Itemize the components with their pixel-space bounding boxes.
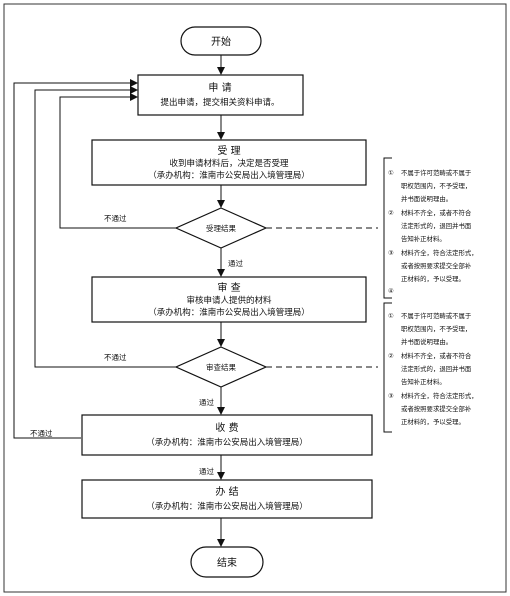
loop-accept-fail — [59, 93, 176, 229]
edge-label-fail2: 不通过 — [104, 352, 127, 362]
finish-box — [81, 479, 373, 519]
accept-decision-label: 受理结果 — [206, 223, 236, 233]
note2-item-1-line2: 职权范围内，不予受理， — [401, 324, 471, 333]
end-label: 结束 — [217, 556, 237, 569]
edge-label-pass1: 通过 — [228, 258, 243, 268]
edge-label-pass2: 通过 — [199, 397, 214, 407]
note1-item-4-mark: ④ — [388, 287, 394, 295]
apply-text: 提出申请，提交相关资料申请。 — [160, 97, 279, 108]
edge-label-pass3: 通过 — [199, 466, 214, 476]
note1-item-1-mark: ① — [388, 169, 394, 177]
fee-box — [81, 414, 373, 456]
edge-label-fail1: 不通过 — [104, 213, 127, 223]
note2-item-2-line2: 法定形式的，退回并书面 — [401, 364, 472, 373]
note2-item-3-line2: 或者按照要求提交全部补 — [401, 404, 472, 413]
apply-title: 申 请 — [208, 81, 231, 94]
note1-item-1-line2: 职权范围内，不予受理， — [401, 181, 471, 190]
note2-item-1-mark: ① — [388, 312, 394, 320]
review-line1: 审核申请人提供的材料 — [186, 295, 272, 306]
note1-item-1-line1: 不属于许可范畴或不属于 — [401, 168, 472, 177]
outer-frame — [3, 3, 507, 593]
note1-item-3-line1: 材料齐全，符合法定形式， — [401, 248, 478, 257]
accept-title: 受 理 — [217, 145, 240, 157]
note1-item-2-line3: 告知补正材料。 — [401, 234, 446, 243]
fee-title: 收 费 — [215, 421, 238, 434]
note2-item-2-mark: ② — [388, 352, 394, 360]
note1-bracket — [383, 157, 392, 299]
fee-line1: （承办机构：淮南市公安局出入境管理局） — [146, 437, 308, 448]
note2-item-3-line3: 正材料的，予以受理。 — [401, 417, 465, 426]
note1-item-3-mark: ③ — [388, 249, 394, 257]
loop-fee-fail — [13, 79, 138, 439]
note1-item-2-line2: 法定形式的，退回并书面 — [401, 221, 472, 230]
loop-review-fail — [34, 86, 176, 368]
apply-box — [137, 74, 304, 116]
note2-bracket — [383, 302, 392, 433]
note1-item-2-mark: ② — [388, 209, 394, 217]
accept-line1: 收到申请材料后，决定是否受理 — [169, 158, 289, 169]
start-label: 开始 — [211, 35, 231, 48]
note1-item-2-line1: 材料不齐全，或者不符合 — [401, 208, 472, 217]
note2-item-1-line1: 不属于许可范畴或不属于 — [401, 311, 472, 320]
review-decision-label: 审查结果 — [206, 362, 236, 372]
note1-item-3-line2: 或者按照要求提交全部补 — [401, 261, 472, 270]
note2-item-3-line1: 材料齐全，符合法定形式， — [401, 391, 478, 400]
finish-line1: （承办机构：淮南市公安局出入境管理局） — [146, 501, 308, 512]
note2-item-2-line3: 告知补正材料。 — [401, 377, 446, 386]
finish-title: 办 结 — [215, 485, 238, 498]
review-box — [91, 276, 367, 323]
note2-item-3-mark: ③ — [388, 392, 394, 400]
note1-item-1-line3: 并书面说明理由。 — [401, 194, 452, 203]
note2-item-2-line1: 材料不齐全，或者不符合 — [401, 351, 472, 360]
end-node — [190, 546, 264, 578]
accept-box — [91, 139, 367, 186]
review-title: 审 查 — [217, 281, 240, 294]
review-line2: （承办机构：淮南市公安局出入境管理局） — [148, 307, 310, 318]
note1-item-3-line3: 正材料的，予以受理。 — [401, 274, 465, 283]
note2-item-1-line3: 并书面说明理由。 — [401, 337, 452, 346]
edge-label-fail3: 不通过 — [30, 428, 53, 438]
accept-line2: （承办机构：淮南市公安局出入境管理局） — [148, 170, 310, 181]
